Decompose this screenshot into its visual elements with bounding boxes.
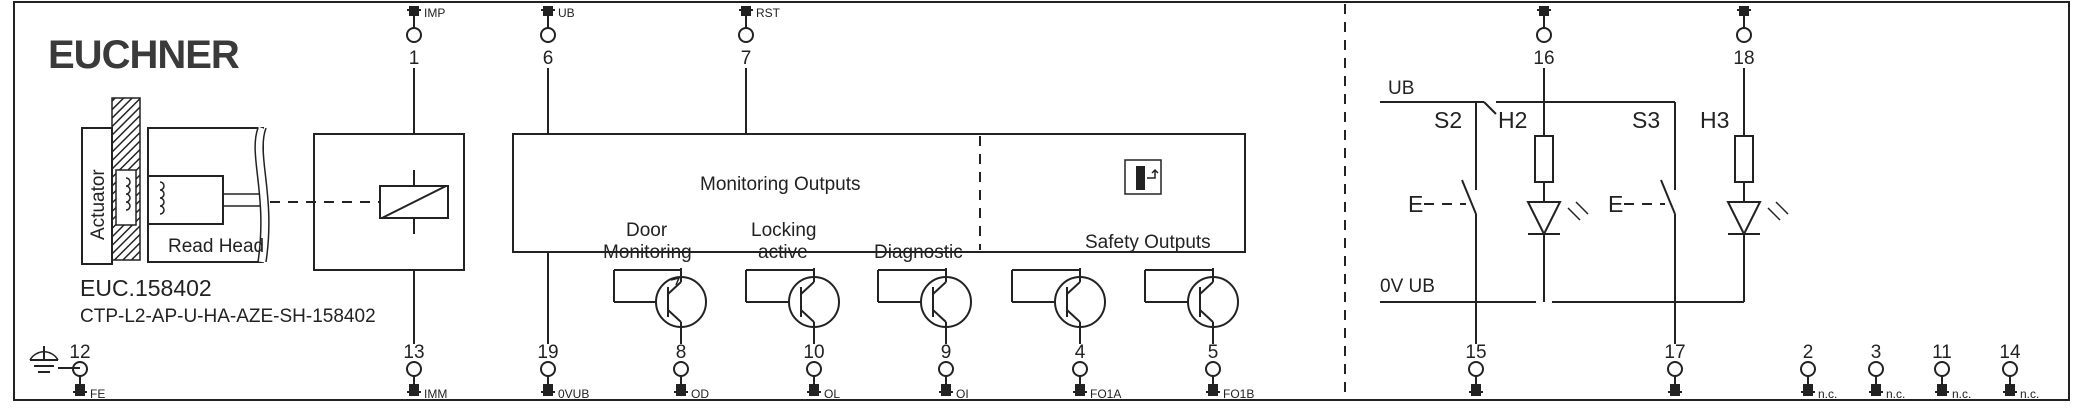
pin-label: FO1A bbox=[1090, 387, 1121, 401]
pin-number: 15 bbox=[1465, 342, 1486, 363]
pin-number: 4 bbox=[1075, 342, 1086, 363]
top-pins: 1 IMP 6 UB 7 RST 16 18 bbox=[406, 6, 1755, 69]
pin-number: 17 bbox=[1664, 342, 1685, 363]
diagnostic-label: Diagnostic bbox=[874, 242, 963, 263]
monitoring-outputs-label: Monitoring Outputs bbox=[700, 174, 861, 195]
pin-label: OL bbox=[824, 387, 840, 401]
pin-number: 11 bbox=[1932, 342, 1952, 363]
pin-label: OD bbox=[691, 387, 709, 401]
switch-s2: E bbox=[1408, 102, 1477, 344]
coil-box bbox=[313, 133, 465, 271]
pin-label: UB bbox=[558, 6, 575, 20]
pin-label: n.c. bbox=[2020, 387, 2039, 401]
pin-19: 19 0VUB bbox=[537, 342, 589, 401]
h2-label: H2 bbox=[1498, 107, 1527, 133]
product-id: EUC.158402 bbox=[80, 275, 212, 301]
pin-2: 2 n.c. bbox=[1800, 342, 1837, 401]
transistor-ol bbox=[745, 268, 840, 344]
pin-label: IMP bbox=[424, 6, 445, 20]
pin-label: n.c. bbox=[1886, 387, 1905, 401]
pin-15: 15 bbox=[1465, 342, 1487, 396]
lamp-h2 bbox=[1526, 68, 1589, 302]
pin-label: n.c. bbox=[1952, 387, 1971, 401]
s3-label: S3 bbox=[1632, 107, 1660, 133]
pin-14: 14 n.c. bbox=[1999, 342, 2039, 401]
pin-17: 17 bbox=[1664, 342, 1686, 396]
pin-number: 7 bbox=[741, 48, 752, 69]
pin-number: 9 bbox=[941, 342, 952, 363]
pin-11: 11 n.c. bbox=[1932, 342, 1971, 401]
transistor-oi bbox=[877, 268, 972, 344]
locking-active-label-2: active bbox=[758, 242, 808, 263]
pin-number: 2 bbox=[1803, 342, 1814, 363]
pin-label: OI bbox=[956, 387, 969, 401]
actuator-readhead: Actuator Read Head bbox=[81, 97, 270, 265]
lamp-h3 bbox=[1726, 68, 1789, 302]
safety-symbol-icon bbox=[1124, 159, 1162, 195]
safety-outputs-label: Safety Outputs bbox=[1085, 232, 1211, 253]
pin-1: 1 IMP bbox=[406, 6, 445, 69]
pin-number: 18 bbox=[1733, 48, 1754, 69]
read-head-label: Read Head bbox=[168, 236, 264, 257]
switch-s3: E bbox=[1608, 102, 1676, 344]
pin-number: 6 bbox=[543, 48, 554, 69]
pin-number: 13 bbox=[403, 342, 424, 363]
actuator-label: Actuator bbox=[88, 169, 109, 240]
pin-6: 6 UB bbox=[540, 6, 575, 69]
transistor-fo1b bbox=[1144, 268, 1239, 344]
pin-number: 10 bbox=[803, 342, 824, 363]
pin-label: RST bbox=[756, 6, 781, 20]
e-label-left: E bbox=[1408, 191, 1423, 217]
ub-label: UB bbox=[1388, 78, 1414, 99]
transistor-fo1a bbox=[1011, 268, 1106, 344]
e-label-right: E bbox=[1608, 191, 1623, 217]
order-code: CTP-L2-AP-U-HA-AZE-SH-158402 bbox=[80, 306, 376, 327]
pin-18: 18 bbox=[1733, 6, 1755, 69]
pin-number: 3 bbox=[1871, 342, 1882, 363]
pin-label: IMM bbox=[424, 387, 447, 401]
door-monitoring-label-1: Door bbox=[626, 220, 668, 241]
pin-label: FE bbox=[90, 387, 105, 401]
h3-label: H3 bbox=[1700, 107, 1729, 133]
pin-label: n.c. bbox=[1818, 387, 1837, 401]
s2-label: S2 bbox=[1434, 107, 1462, 133]
pin-3: 3 n.c. bbox=[1868, 342, 1905, 401]
pin-number: 19 bbox=[537, 342, 558, 363]
diagram-frame bbox=[13, 1, 2070, 401]
pin-number: 8 bbox=[676, 342, 687, 363]
locking-active-label-1: Locking bbox=[751, 220, 817, 241]
door-monitoring-label-2: Monitoring bbox=[603, 242, 692, 263]
earth-ground-icon bbox=[29, 346, 59, 373]
pin-label: 0VUB bbox=[558, 387, 589, 401]
pin-number: 16 bbox=[1533, 48, 1554, 69]
pin-number: 12 bbox=[69, 342, 90, 363]
pin-7: 7 RST bbox=[738, 6, 781, 69]
pin-number: 5 bbox=[1208, 342, 1219, 363]
pin-16: 16 bbox=[1533, 6, 1555, 69]
pin-number: 1 bbox=[409, 48, 420, 69]
euchner-logo: EUCHNER bbox=[48, 33, 240, 77]
transistor-od bbox=[613, 268, 707, 344]
pin-number: 14 bbox=[1999, 342, 2021, 363]
pin-9: 9OI bbox=[938, 342, 969, 401]
pin-8: 8OD bbox=[673, 342, 709, 401]
output-box bbox=[512, 133, 1246, 253]
pin-label: FO1B bbox=[1223, 387, 1254, 401]
zero-v-ub-label: 0V UB bbox=[1380, 276, 1435, 297]
